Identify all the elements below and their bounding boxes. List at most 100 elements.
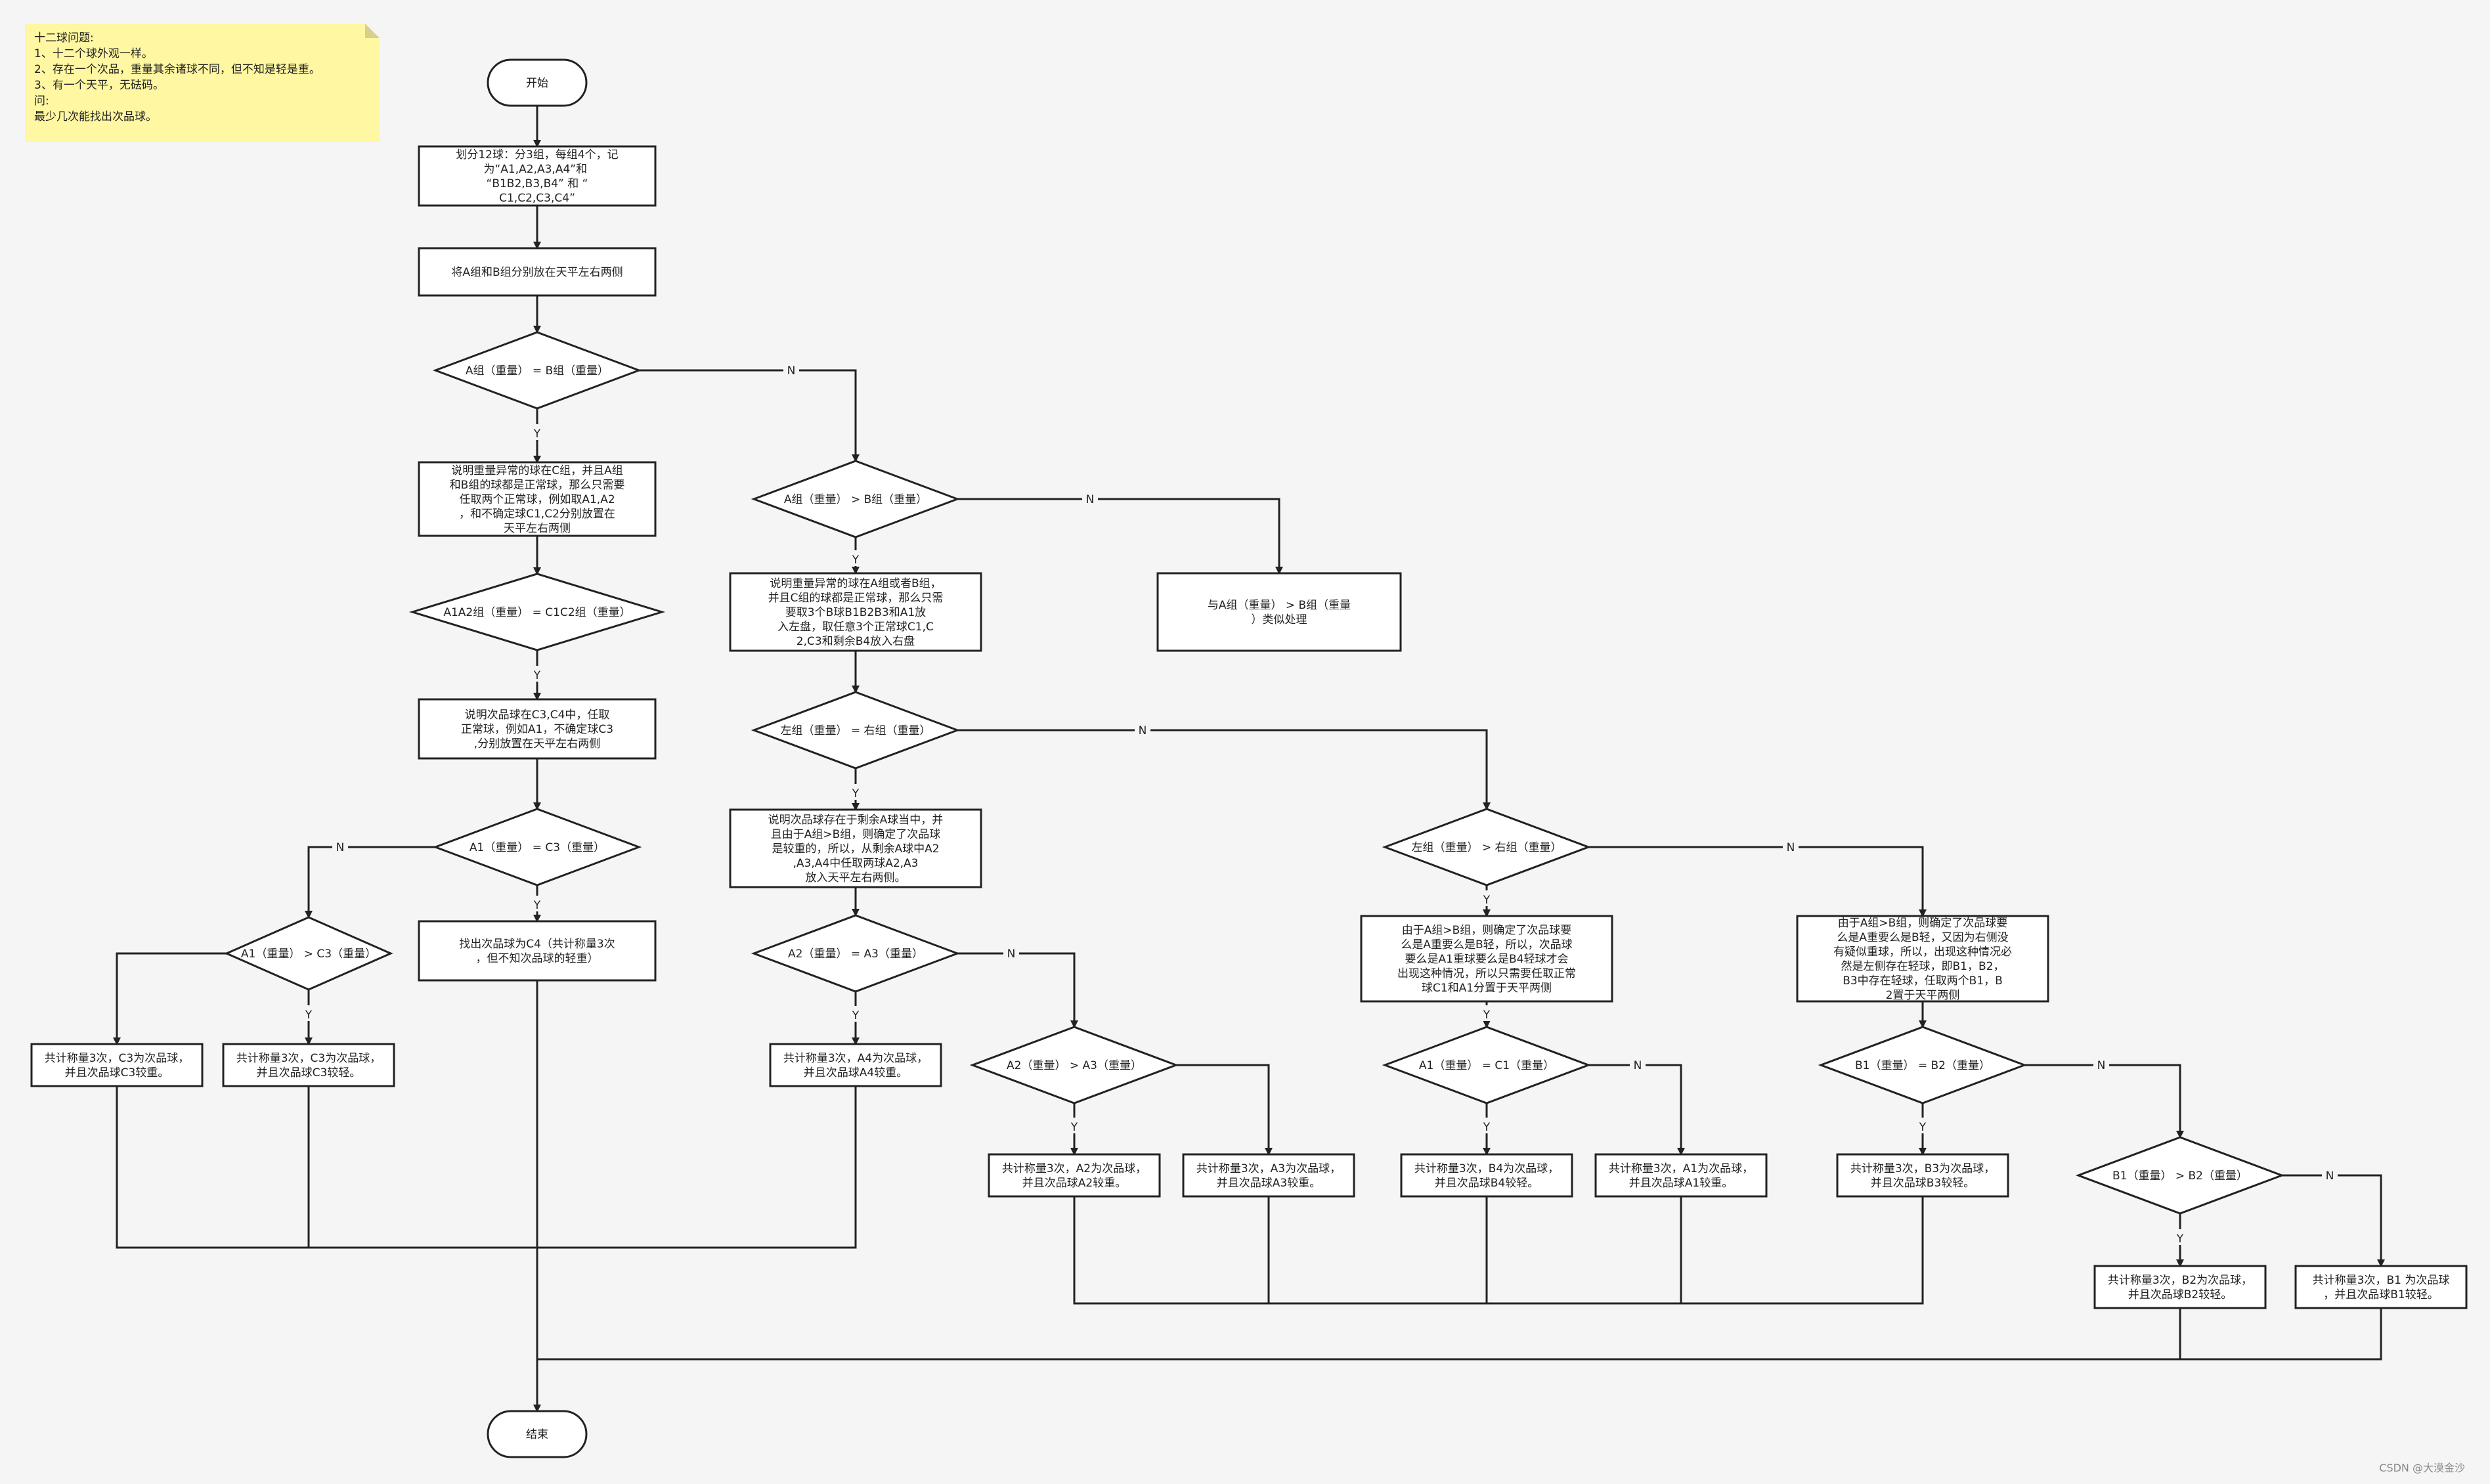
- edge-label: N: [1787, 841, 1795, 854]
- flow-node-label: 说明重量异常的球在C组，并且A组和B组的球都是正常球，那么只需要任取两个正常球，…: [450, 464, 625, 535]
- flow-connector: [2024, 1064, 2184, 1139]
- flow-node-label: 与A组（重量） > B组（重量）类似处理: [1208, 599, 1351, 626]
- edge-label: N: [1007, 948, 1016, 961]
- edge-label: Y: [1919, 1121, 1927, 1134]
- note-line: 3、有一个天平，无砝码。: [34, 79, 164, 92]
- flow-node-label: 共计称量3次，C3为次品球，并且次品球C3较轻。: [236, 1052, 382, 1080]
- flow-node-r-a3: 共计称量3次，A3为次品球，并且次品球A3较重。: [1182, 1153, 1355, 1198]
- flow-node-label: 结束: [526, 1428, 548, 1441]
- edge-label-bg: [2172, 1229, 2188, 1245]
- note-fold: [365, 24, 380, 38]
- flow-node-ab-defect: 说明重量异常的球在A组或者B组，并且C组的球都是正常球，那么只需要取3个B球B1…: [729, 572, 982, 652]
- flow-node-label: 由于A组>B组，则确定了次品球要么是A重要么是B轻，所以，次品球要么是A1重球要…: [1397, 924, 1576, 995]
- edge-label-bg: [848, 784, 863, 800]
- flow-node-d-a1-c3: A1（重量） = C3（重量）: [432, 808, 642, 886]
- flow-node-label: B1（重量） > B2（重量）: [2112, 1169, 2248, 1183]
- flow-node-start: 开始: [487, 58, 588, 107]
- edge-label: Y: [852, 1009, 860, 1022]
- edge-label: Y: [1483, 894, 1491, 907]
- edge-label: N: [2326, 1169, 2334, 1183]
- flow-connector: [1176, 1064, 1273, 1156]
- flow-node-d-a2-gt-a3: A2（重量） > A3（重量）: [969, 1026, 1179, 1104]
- flow-node-r-b2: 共计称量3次，B2为次品球，并且次品球B2较轻。: [2093, 1265, 2267, 1309]
- edge-label: Y: [305, 1009, 313, 1022]
- flow-node-label: 将A组和B组分别放在天平左右两侧: [451, 266, 622, 279]
- flow-connector: [113, 952, 227, 1045]
- flow-connector: [2180, 1308, 2382, 1361]
- flow-node-label: 说明次品球存在于剩余A球当中，并且由于A组>B组，则确定了次品球是较重的，所以，…: [768, 814, 944, 884]
- flow-connector: [957, 498, 1283, 575]
- flow-node-label: A1A2组（重量） = C1C2组（重量）: [443, 606, 630, 619]
- edge-label-bg: [1082, 490, 1098, 506]
- flow-node-r-b3: 共计称量3次，B3为次品球，并且次品球B3较轻。: [1836, 1153, 2009, 1198]
- flow-node-r-c4: 找出次品球为C4（共计称量3次，但不知次品球的轻重）: [418, 920, 657, 982]
- flow-node-label: 共计称量3次，A1为次品球，并且次品球A1较重。: [1609, 1162, 1753, 1190]
- edge-label-bg: [848, 550, 863, 566]
- edge-label: Y: [852, 787, 860, 800]
- flow-node-r-b1: 共计称量3次，B1 为次品球，并且次品球B1较轻。: [2294, 1265, 2468, 1309]
- flow-node-label: 划分12球：分3组，每组4个，记为“A1,A2,A3,A4”和 “B1B2,B3…: [456, 148, 618, 205]
- flow-node-label: A2（重量） > A3（重量）: [1007, 1059, 1142, 1072]
- edge-label-bg: [529, 424, 545, 440]
- flow-node-label: 左组（重量） > 右组（重量）: [1411, 841, 1562, 854]
- flow-node-d-b1-gt-b2: B1（重量） > B2（重量）: [2075, 1136, 2285, 1215]
- flow-node-label: 开始: [526, 77, 548, 90]
- flow-node-d-a2-a3: A2（重量） = A3（重量）: [751, 914, 961, 993]
- flow-connector: [305, 846, 435, 919]
- flow-node-label: B1（重量） = B2（重量）: [1855, 1059, 1990, 1072]
- edge-label: N: [1634, 1059, 1642, 1072]
- flow-node-label: 说明重量异常的球在A组或者B组，并且C组的球都是正常球，那么只需要取3个B球B1…: [768, 577, 944, 648]
- edge-label-bg: [529, 666, 545, 682]
- flow-node-c34: 说明次品球在C3,C4中，任取正常球，例如A1，不确定球C3,分别放置在天平左右…: [418, 698, 657, 760]
- edge-label: N: [336, 841, 345, 854]
- flow-connector: [537, 1308, 2181, 1361]
- flow-node-d-lr-eq: 左组（重量） = 右组（重量）: [751, 691, 961, 770]
- flow-node-label: A组（重量） = B组（重量）: [466, 364, 609, 378]
- edge-label-bg: [1479, 1118, 1495, 1133]
- flow-node-label: 共计称量3次，A3为次品球，并且次品球A3较重。: [1196, 1162, 1341, 1190]
- flow-node-label: A1（重量） > C3（重量）: [241, 948, 376, 961]
- edge-label-bg: [1066, 1118, 1082, 1133]
- flow-node-label: 说明次品球在C3,C4中，任取正常球，例如A1，不确定球C3,分别放置在天平左右…: [461, 709, 613, 751]
- flow-node-label: 由于A组>B组，则确定了次品球要么是A重要么是B轻，又因为右侧没有疑似重球，所以…: [1833, 917, 2012, 1002]
- flow-node-r-c3-heavy: 共计称量3次，C3为次品球，并且次品球C3较重。: [30, 1043, 204, 1087]
- note-line: 十二球问题:: [34, 32, 94, 45]
- flow-node-label: 共计称量3次，A4为次品球，并且次品球A4较重。: [783, 1052, 928, 1080]
- edge-label: N: [1086, 493, 1095, 506]
- note-line: 1、十二个球外观一样。: [34, 47, 153, 60]
- edge-label-bg: [2093, 1056, 2109, 1072]
- edge-label-bg: [2322, 1166, 2338, 1182]
- flow-node-l-lt-r-note: 由于A组>B组，则确定了次品球要么是A重要么是B轻，又因为右侧没有疑似重球，所以…: [1796, 915, 2049, 1003]
- flow-node-end: 结束: [487, 1410, 588, 1458]
- flow-node-label: A组（重量） > B组（重量）: [784, 493, 927, 506]
- flow-node-label: A1（重量） = C3（重量）: [470, 841, 605, 854]
- flow-node-label: 找出次品球为C4（共计称量3次，但不知次品球的轻重）: [459, 938, 615, 965]
- edge-label: Y: [2176, 1233, 2184, 1246]
- flow-connector: [957, 952, 1078, 1028]
- flow-node-label: 共计称量3次，B1 为次品球，并且次品球B1较轻。: [2313, 1274, 2450, 1301]
- flow-node-label: 共计称量3次，B3为次品球，并且次品球B3较轻。: [1850, 1162, 1995, 1190]
- edge-label-bg: [529, 896, 545, 911]
- edge-label-bg: [1479, 890, 1495, 906]
- edge-label: Y: [852, 554, 860, 567]
- edge-label: Y: [1070, 1121, 1078, 1134]
- flow-node-place-ab: 将A组和B组分别放在天平左右两侧: [418, 247, 657, 297]
- flow-node-split: 划分12球：分3组，每组4个，记为“A1,A2,A3,A4”和 “B1B2,B3…: [418, 145, 657, 207]
- note-line: 最少几次能找出次品球。: [34, 110, 157, 123]
- edge-label-bg: [1479, 1005, 1495, 1021]
- flow-node-r-a1: 共计称量3次，A1为次品球，并且次品球A1较重。: [1594, 1153, 1768, 1198]
- edge-label: Y: [1483, 1009, 1491, 1022]
- flow-node-l-gt-r-note: 由于A组>B组，则确定了次品球要么是A重要么是B轻，所以，次品球要么是A1重球要…: [1360, 915, 1613, 1003]
- flow-node-d-a-gt-b: A组（重量） > B组（重量）: [751, 460, 961, 538]
- flow-node-label: 左组（重量） = 右组（重量）: [780, 724, 930, 737]
- edge-label: N: [1139, 724, 1147, 737]
- edge-label-bg: [332, 838, 348, 854]
- edge-label: Y: [533, 899, 541, 912]
- flow-connector: [2282, 1174, 2385, 1267]
- edge-label: N: [787, 364, 796, 378]
- edge-label-bg: [783, 361, 799, 377]
- flow-connector: [116, 1086, 857, 1249]
- edge-label-bg: [1135, 721, 1150, 737]
- edge-label-bg: [1915, 1118, 1931, 1133]
